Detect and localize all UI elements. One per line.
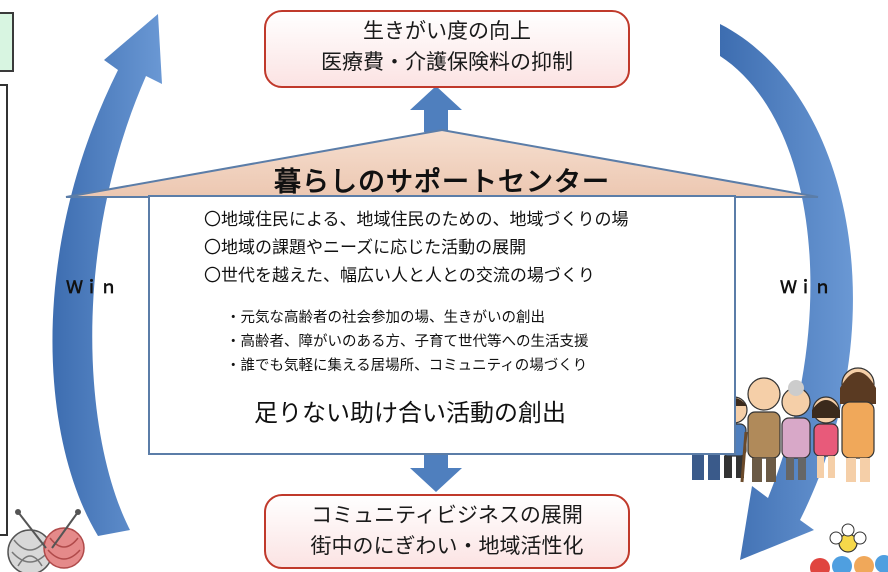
main-point: 〇地域の課題やニーズに応じた活動の展開 (204, 238, 527, 258)
yarn-knitting-icon (7, 509, 85, 572)
sub-point: ・元気な高齢者の社会参加の場、生きがいの創出 (226, 310, 545, 326)
main-point: 〇地域住民による、地域住民のための、地域づくりの場 (204, 210, 629, 230)
highlight-text: 足りない助け合い活動の創出 (254, 399, 566, 427)
left-cycle-arrow (52, 14, 162, 536)
top-outcome-line2: 医療費・介護保険料の抑制 (321, 50, 573, 74)
sub-point: ・誰でも気軽に集える居場所、コミュニティの場づくり (226, 358, 588, 374)
main-point: 〇世代を越えた、幅広い人と人との交流の場づくり (204, 266, 595, 286)
flower-illustration-icon (810, 523, 888, 572)
left-outline-box-fragment (0, 84, 8, 536)
roof-title: 暮らしのサポートセンター (274, 167, 610, 198)
house-body (148, 195, 736, 455)
up-arrow (410, 86, 462, 132)
main-points-list: 〇地域住民による、地域住民のための、地域づくりの場 〇地域の課題やニーズに応じた… (204, 206, 629, 290)
win-label-left: Ｗｉｎ (66, 278, 117, 298)
left-green-box-fragment (0, 12, 14, 72)
top-outcome-line1: 生きがい度の向上 (363, 19, 531, 43)
top-outcome-box: 生きがい度の向上 医療費・介護保険料の抑制 (264, 10, 630, 88)
win-label-right: Ｗｉｎ (780, 278, 831, 298)
bottom-outcome-line2: 街中のにぎわい・地域活性化 (310, 534, 584, 558)
sub-point: ・高齢者、障がいのある方、子育て世代等への生活支援 (226, 334, 589, 350)
bottom-outcome-box: コミュニティビジネスの展開 街中のにぎわい・地域活性化 (264, 494, 630, 569)
sub-points-list: ・元気な高齢者の社会参加の場、生きがいの創出 ・高齢者、障がいのある方、子育て世… (226, 306, 589, 378)
bottom-outcome-line1: コミュニティビジネスの展開 (311, 503, 583, 527)
down-arrow (410, 455, 462, 492)
